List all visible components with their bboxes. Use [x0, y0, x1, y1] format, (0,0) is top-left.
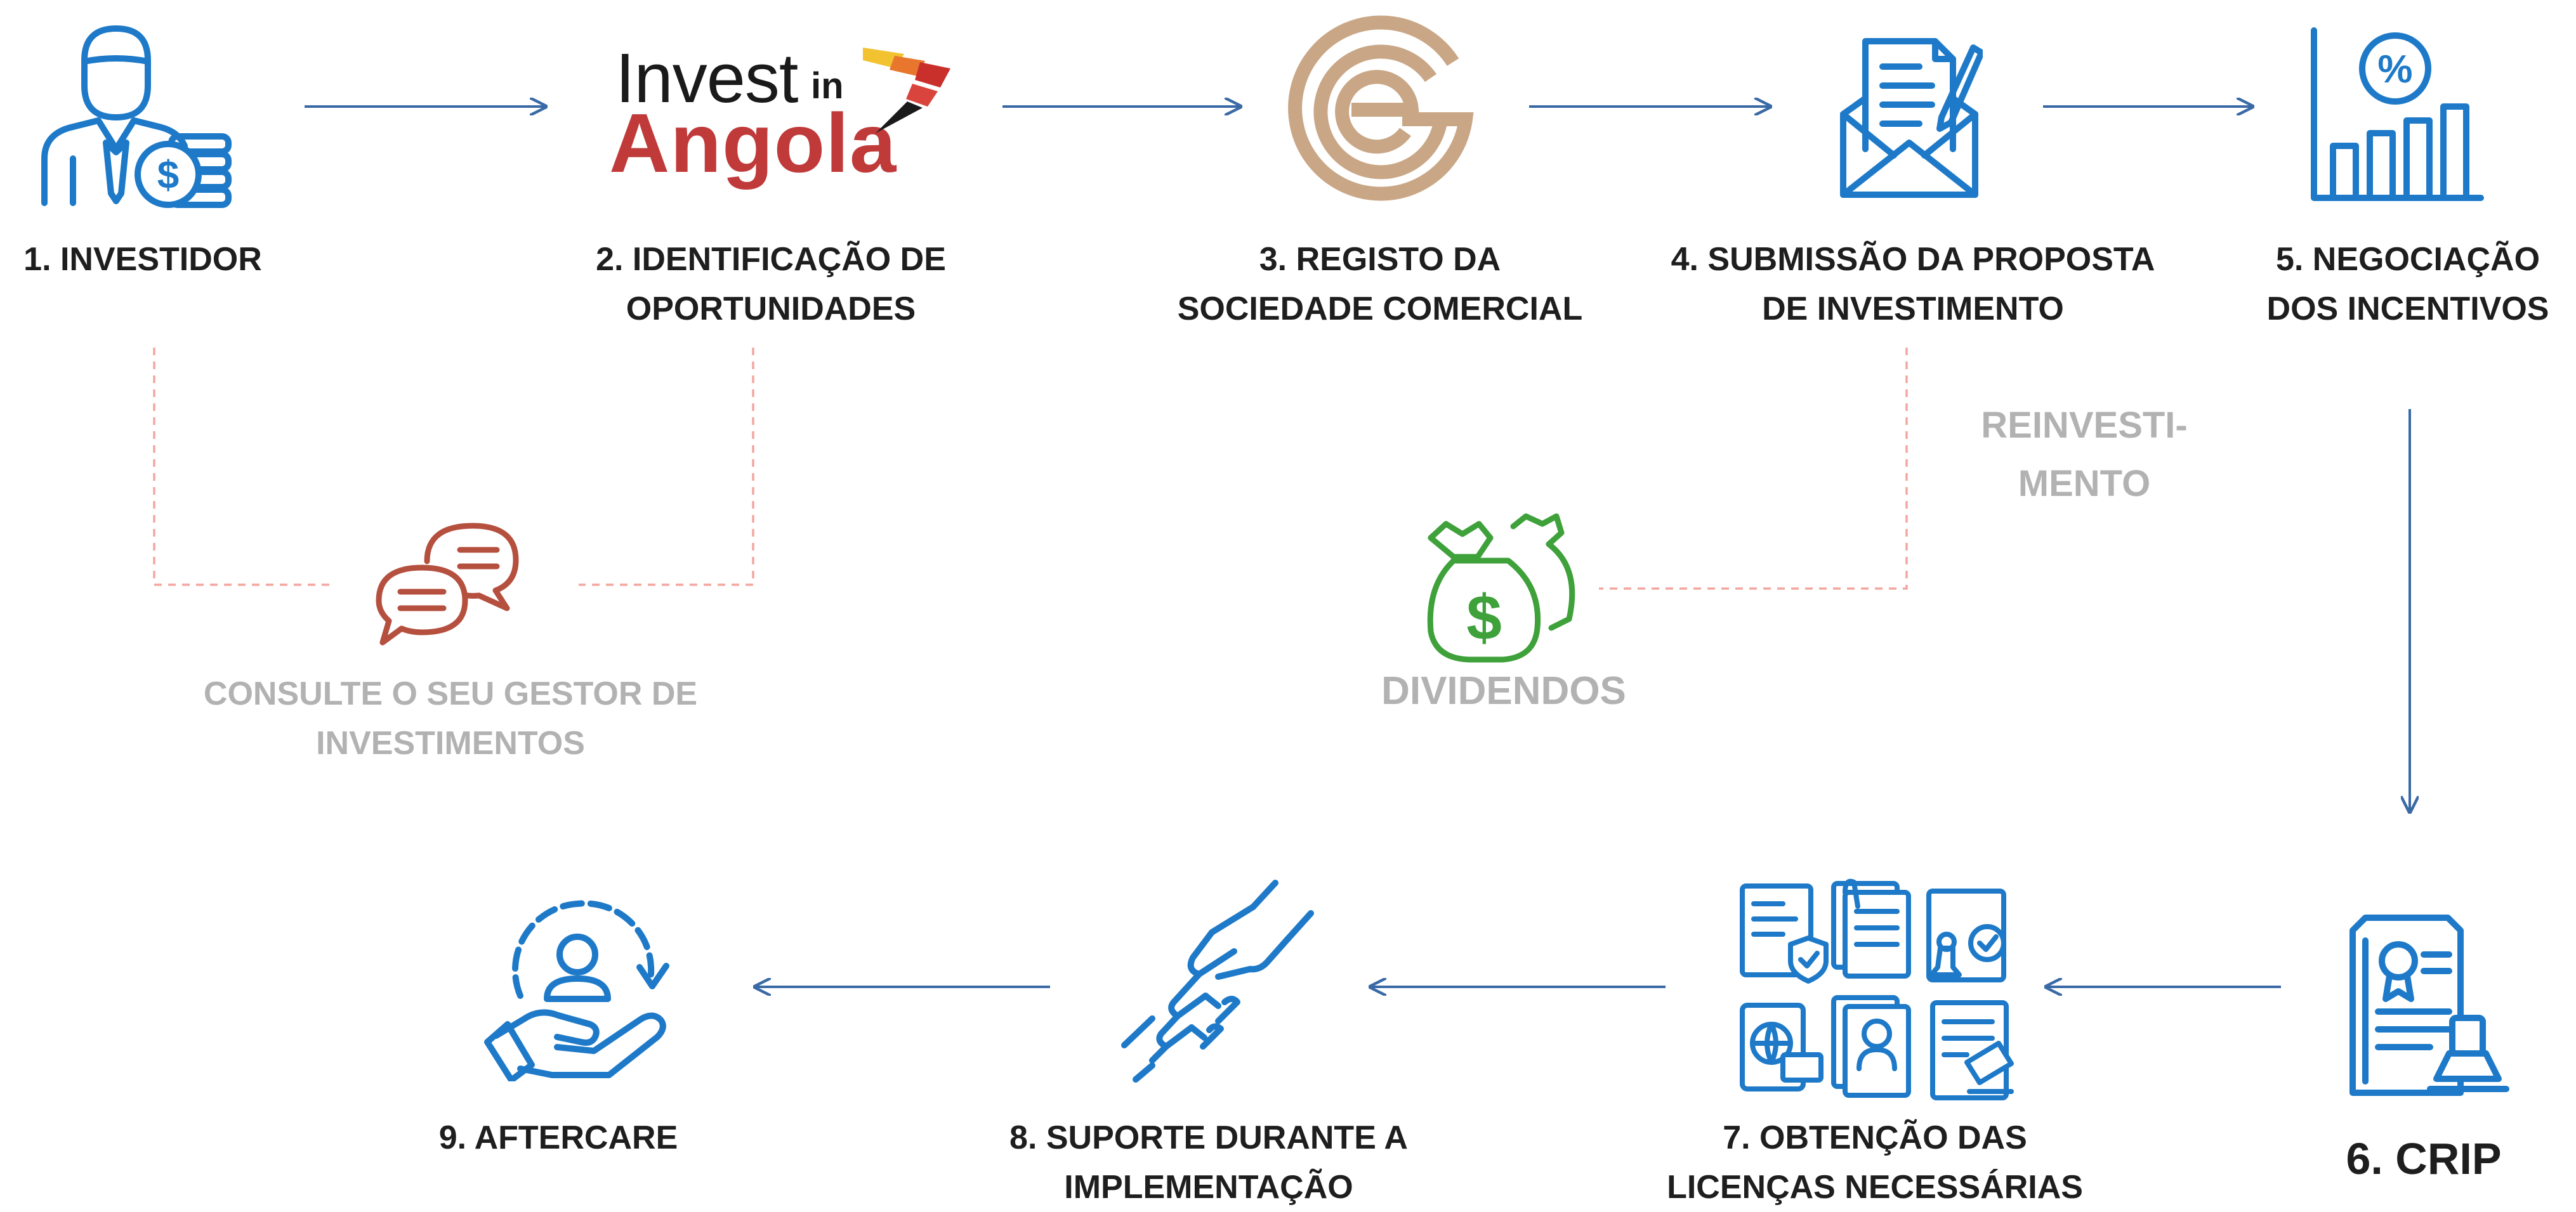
step-3-label: 3. REGISTO DA SOCIEDADE COMERCIAL — [1177, 241, 1583, 327]
step-5-label: 5. NEGOCIAÇÃO DOS INCENTIVOS — [2266, 241, 2549, 327]
invest-in-angola-logo: Invest in Angola — [609, 38, 964, 190]
step-9-label: 9. AFTERCARE — [438, 1119, 678, 1156]
logo-brush-mark — [863, 48, 950, 133]
money-bags-icon: $ — [1427, 513, 1575, 663]
reinvest-note: REINVESTI- MENTO — [1981, 405, 2188, 504]
step-1-label: 1. INVESTIDOR — [23, 241, 262, 278]
certificate-stamp-icon — [2349, 915, 2509, 1096]
step-2-label: 2. IDENTIFICAÇÃO DE OPORTUNIDADES — [596, 241, 946, 327]
svg-text:$: $ — [157, 153, 179, 197]
registry-seal-logo — [1288, 15, 1474, 201]
customer-care-icon — [484, 900, 669, 1081]
logo-invest-text: Invest — [615, 39, 798, 117]
dashed-consult-right — [579, 348, 754, 586]
handshake-icon — [1121, 880, 1314, 1083]
step-7-label: 7. OBTENÇÃO DAS LICENÇAS NECESSÁRIAS — [1667, 1119, 2083, 1206]
investor-icon: $ — [41, 25, 232, 208]
envelope-document-icon — [1840, 38, 1983, 198]
logo-in-text: in — [811, 65, 844, 107]
dashed-reinvest — [1599, 348, 1908, 590]
dashed-consult-left — [153, 348, 330, 586]
percent-bar-chart-icon: % — [2311, 27, 2484, 201]
svg-text:$: $ — [1466, 582, 1502, 653]
step-6-label: 6. CRIP — [2346, 1134, 2502, 1183]
svg-text:%: % — [2377, 48, 2412, 91]
step-8-label: 8. SUPORTE DURANTE A IMPLEMENTAÇÃO — [1009, 1119, 1408, 1206]
chat-bubbles-icon — [376, 523, 519, 646]
license-documents-icon — [1740, 878, 2014, 1100]
logo-angola-text: Angola — [609, 96, 897, 190]
step-4-label: 4. SUBMISSÃO DA PROPOSTA DE INVESTIMENTO — [1671, 241, 2155, 327]
consult-note: CONSULTE O SEU GESTOR DE INVESTIMENTOS — [203, 675, 698, 762]
dividends-note: DIVIDENDOS — [1381, 669, 1626, 713]
